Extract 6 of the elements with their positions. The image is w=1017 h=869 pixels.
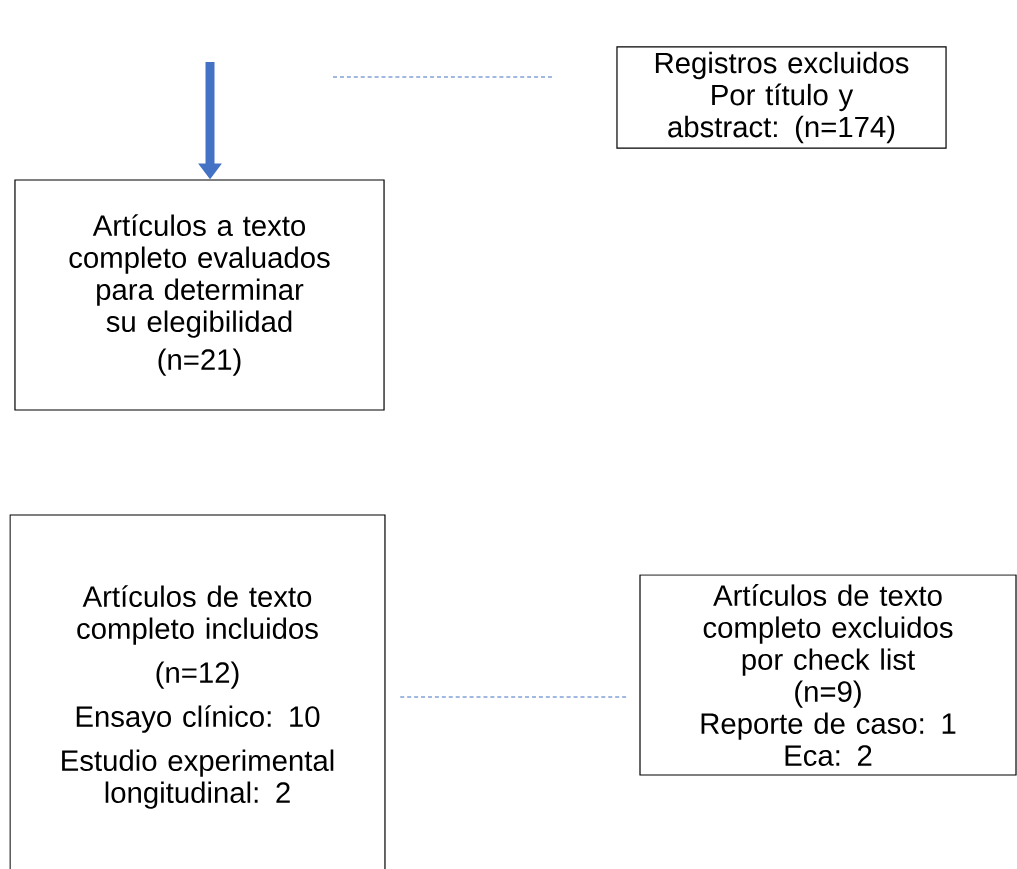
- text-box: Artículos de texto completo incluidos (n=12) Ensayo clínico: 10 Estudio experimental longitudinal: 2: [9, 514, 386, 869]
- text-box: Artículos de texto completo excluidos por check list (n=9) Reporte de caso: 1 Eca: 2: [639, 574, 1017, 776]
- text-box: Artículos a texto completo evaluados para determinar su elegibilidad (n=21): [14, 179, 385, 411]
- dashed-line: [399, 696, 627, 698]
- dashed-line: [332, 76, 553, 78]
- text-box: Registros excluidos Por título y abstract: (n=174): [616, 46, 947, 149]
